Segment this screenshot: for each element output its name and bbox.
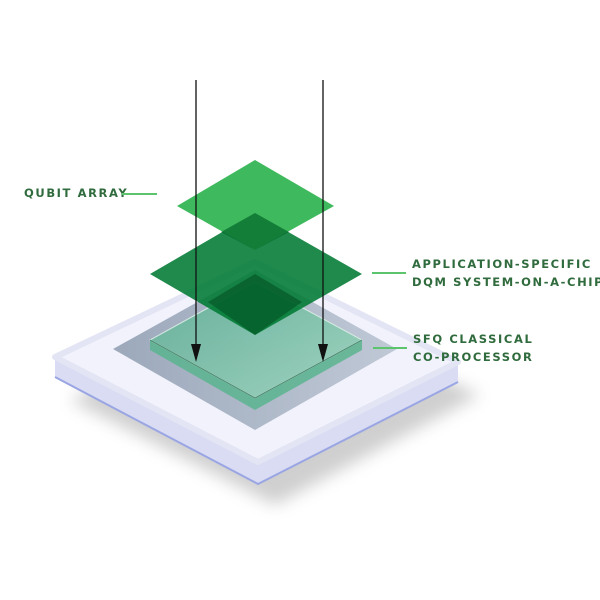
- leader-line-dqm: [372, 272, 406, 274]
- qubit-array-layer: [177, 160, 334, 250]
- label-dqm-line1: APPLICATION-SPECIFIC: [412, 257, 592, 271]
- signal-arrow-left: [191, 80, 201, 362]
- label-sfq-line1: SFQ CLASSICAL: [413, 332, 534, 346]
- signal-arrow-right: [318, 80, 328, 362]
- leader-line-qubit: [122, 193, 157, 195]
- leader-line-sfq: [373, 347, 407, 349]
- label-sfq-line2: CO-PROCESSOR: [413, 350, 534, 364]
- label-dqm-line2: DQM SYSTEM-ON-A-CHIP: [412, 275, 600, 289]
- label-qubit-array: QUBIT ARRAY: [24, 186, 129, 200]
- dqm-soc-layer: [150, 213, 362, 335]
- platform-side: [55, 357, 458, 484]
